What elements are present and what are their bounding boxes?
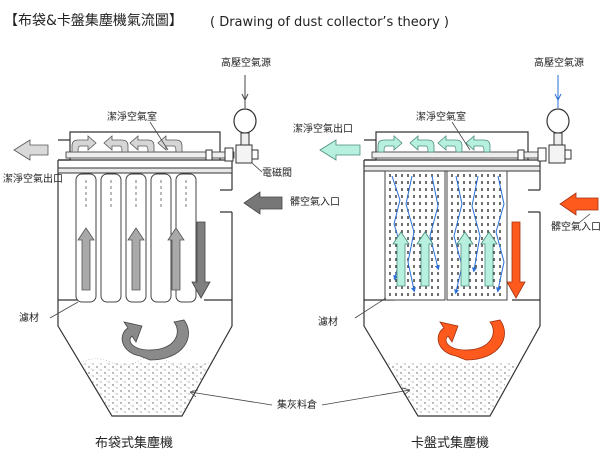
cart-tube-sheet xyxy=(363,165,541,172)
label-clean-air-out-right: 潔淨空氣出口 xyxy=(293,124,353,135)
cart-dirty-in-arrow xyxy=(559,192,599,216)
leader-valve-left xyxy=(251,162,263,173)
bag-dust xyxy=(80,363,210,414)
label-clean-air-room-right: 潔淨空氣室 xyxy=(416,112,466,123)
caption-cartridge-filter: 卡盤式集塵機 xyxy=(411,436,490,451)
cartridge-collector xyxy=(319,75,599,417)
page-subtitle: ( Drawing of dust collector’s theory ) xyxy=(210,15,449,30)
filter-cartridge xyxy=(384,170,446,301)
cart-valve-flange xyxy=(517,149,525,161)
bag-swirl-arrow xyxy=(121,319,189,361)
cart-venturi-arrows xyxy=(377,135,491,153)
leader-hopper-arrow-left xyxy=(189,389,199,398)
leader-filter-right xyxy=(354,297,387,319)
filter-cartridge xyxy=(446,170,508,301)
cart-valve-coil xyxy=(564,149,572,160)
bag-clean-room xyxy=(69,131,221,160)
leader-hopper-right xyxy=(321,389,411,406)
label-clean-air-out-left: 潔淨空氣出口 xyxy=(3,174,63,185)
cart-air-tank-neck xyxy=(553,132,563,146)
cart-valve-flange xyxy=(537,147,547,162)
bag-up-arrows xyxy=(77,227,185,291)
cart-hopper xyxy=(363,300,541,417)
bag-dust-top xyxy=(79,355,211,370)
label-dirty-air-in-left: 髒空氣入口 xyxy=(290,197,340,208)
cart-swirl-arrow xyxy=(437,319,505,361)
cart-solenoid-valve xyxy=(548,144,566,164)
cart-dust xyxy=(388,363,516,414)
bag-internal-flow xyxy=(85,180,187,210)
cart-clean-out-arrow xyxy=(319,139,361,161)
label-solenoid-valve-left: 電磁閥 xyxy=(262,168,292,179)
bag-down-arrow xyxy=(191,221,211,299)
bag-tube-sheet xyxy=(57,167,233,174)
bag-venturi-arrows xyxy=(71,135,183,153)
leader-filter-left xyxy=(49,301,79,319)
label-filter-media-left: 濾材 xyxy=(19,313,39,324)
cart-air-line-arrow xyxy=(554,93,562,101)
bag-collector xyxy=(13,75,283,417)
cart-air-tank xyxy=(546,108,570,134)
cart-inlet-duct xyxy=(528,189,540,213)
bag-air-tank xyxy=(233,108,257,134)
leader-clean-room-left xyxy=(149,121,169,151)
bag-inlet-duct xyxy=(220,189,232,213)
label-high-pressure-air-right: 高壓空氣源 xyxy=(534,58,584,69)
bag-valve-coil xyxy=(251,149,259,160)
bag-dirty-in-arrow xyxy=(243,191,283,215)
leader-dirty-in-right xyxy=(579,213,591,223)
label-clean-air-room-left: 潔淨空氣室 xyxy=(107,112,157,123)
bag-air-tank-neck xyxy=(240,132,250,146)
filter-bag xyxy=(100,173,122,303)
page-title: 【布袋&卡盤集塵機氣流圖】 xyxy=(4,13,183,29)
cart-up-arrows xyxy=(392,231,498,287)
caption-bag-filter: 布袋式集塵機 xyxy=(95,436,174,451)
bag-valve-flange xyxy=(224,147,234,162)
bag-solenoid-valve xyxy=(235,144,253,164)
bag-clean-out-arrow xyxy=(13,139,49,161)
label-ash-hopper: 集灰料倉 xyxy=(277,400,317,411)
label-dirty-air-in-right: 髒空氣入口 xyxy=(551,222,601,233)
cart-clean-room xyxy=(375,131,529,160)
bag-air-line-arrow xyxy=(241,93,249,101)
bag-hopper xyxy=(57,300,233,417)
leader-clean-room-right xyxy=(451,121,471,151)
leader-hopper-arrow-right xyxy=(401,387,411,396)
label-filter-media-right: 濾材 xyxy=(318,317,338,328)
bag-valve-flange xyxy=(205,149,213,161)
label-high-pressure-air-left: 高壓空氣源 xyxy=(221,58,271,69)
cart-down-arrow xyxy=(506,221,526,299)
leader-hopper-left xyxy=(189,391,273,406)
cart-blowpipe xyxy=(371,151,541,159)
